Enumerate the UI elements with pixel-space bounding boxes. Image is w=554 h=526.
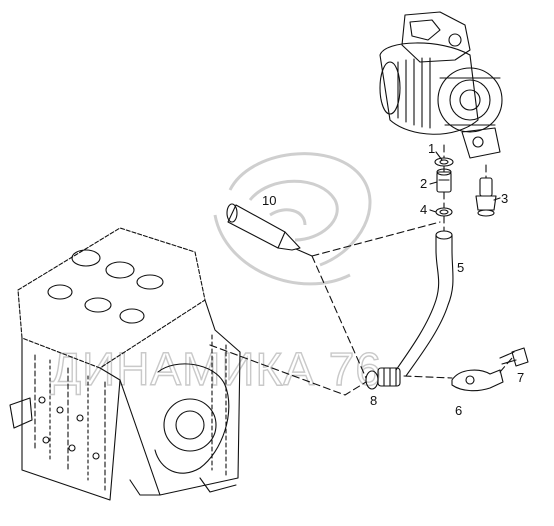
part-3-banjo-bolt [475,177,497,217]
part-8-coupling [365,367,401,390]
callout-3: 3 [501,191,508,206]
callout-leaders [429,151,501,213]
callout-5: 5 [457,260,464,275]
part-7-bolt [499,347,529,367]
callout-6: 6 [455,403,462,418]
part-10-sealant-tube [226,203,313,257]
callout-10: 10 [262,193,276,208]
part-4-o-ring [435,207,453,217]
watermark-text: ДИНАМИКА 76 [50,343,382,395]
turbocharger [379,11,503,159]
part-5-oil-pipe [395,230,454,377]
callout-1: 1 [428,141,435,156]
leader-lines [209,144,513,396]
callout-7: 7 [517,370,524,385]
part-1-gasket [434,157,454,167]
callout-8: 8 [370,393,377,408]
part-6-clamp [451,369,504,392]
callouts: 1 2 3 4 5 6 7 8 10 [262,141,524,418]
engine-block [9,227,241,501]
watermark-logo-icon [213,152,372,286]
callout-2: 2 [420,176,427,191]
callout-4: 4 [420,202,427,217]
watermark: ДИНАМИКА 76 [49,152,382,396]
